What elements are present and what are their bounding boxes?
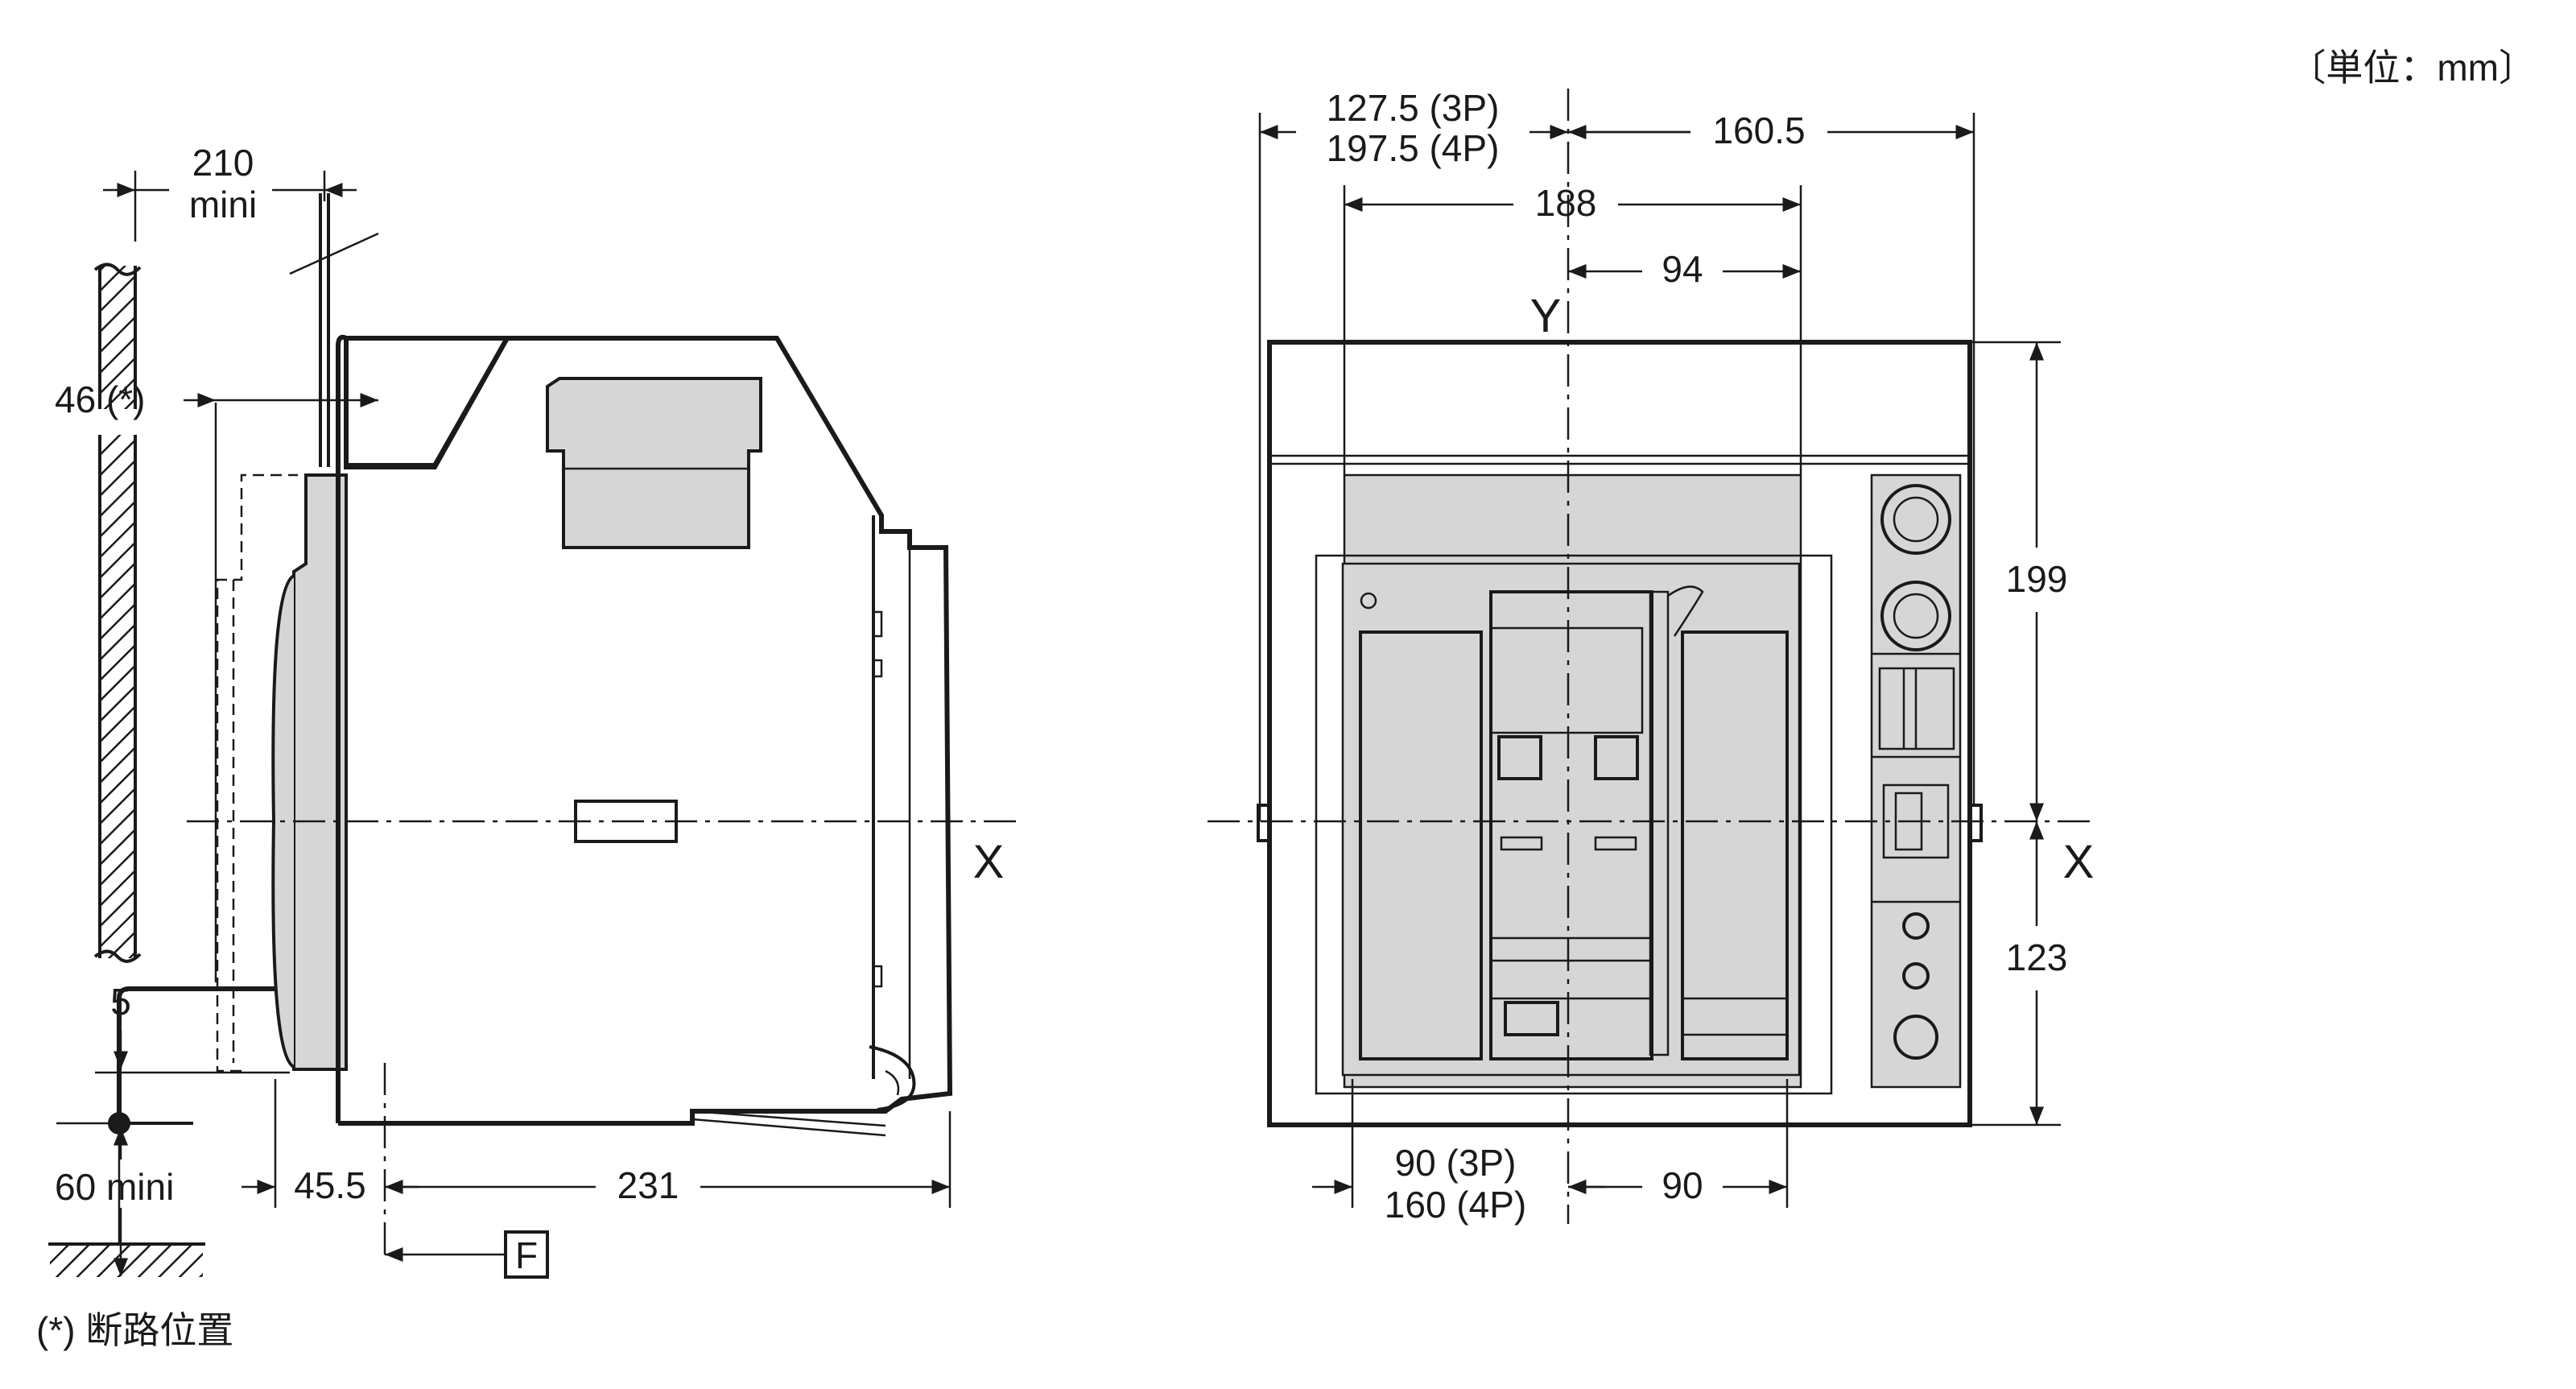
- footnote: (*) 断路位置: [36, 1309, 233, 1351]
- dim-123: 123: [2006, 936, 2068, 978]
- label-f: F: [515, 1234, 538, 1276]
- front-view: 127.5 (3P) 197.5 (4P) 160.5 188 94 Y 199…: [1208, 87, 2094, 1226]
- side-x-label: X: [973, 836, 1005, 888]
- dim-197-5: 197.5 (4P): [1327, 127, 1500, 169]
- dim-46: 46 (*): [55, 378, 145, 420]
- side-view: 210 mini 46 (*) 5 60 mini 45.5 231 F X: [0, 142, 1022, 1293]
- wall-hatch: [93, 263, 143, 963]
- front-y-label: Y: [1530, 290, 1562, 342]
- dim-188: 188: [1535, 182, 1597, 224]
- dim-160-5: 160.5: [1712, 110, 1805, 151]
- dim-60-mini: 60 mini: [55, 1166, 174, 1208]
- dim-90-3p: 90 (3P): [1395, 1142, 1517, 1184]
- dim-210-mini: mini: [189, 184, 257, 225]
- unit-label: 〔単位：mm〕: [2289, 47, 2536, 89]
- dim-94: 94: [1662, 248, 1703, 290]
- dim-45-5: 45.5: [294, 1164, 366, 1206]
- dim-127-5: 127.5 (3P): [1327, 87, 1500, 129]
- dim-160-4p: 160 (4P): [1385, 1184, 1526, 1226]
- dim-199: 199: [2006, 558, 2068, 600]
- floor-hatch: [0, 1242, 209, 1293]
- dim-231: 231: [617, 1164, 679, 1206]
- dim-5: 5: [110, 981, 131, 1023]
- front-x-label: X: [2063, 836, 2095, 888]
- dim-90: 90: [1662, 1164, 1703, 1206]
- dim-210: 210: [192, 142, 254, 184]
